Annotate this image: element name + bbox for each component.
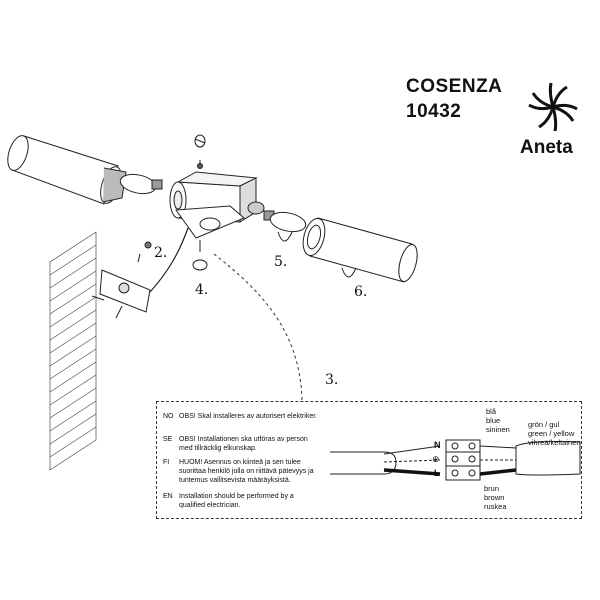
wire-label-line: vihreä/keltainen	[528, 438, 581, 447]
step-3-label: 3.	[325, 372, 339, 388]
product-name: COSENZA	[406, 76, 503, 97]
note-text: Installation should be performed by a qu…	[179, 493, 294, 509]
wire-label-line: blue	[486, 416, 501, 425]
fixture-body	[169, 171, 265, 239]
right-bulb	[263, 210, 307, 242]
wall-panel	[49, 231, 97, 471]
wall-bracket	[91, 241, 152, 319]
clip-6	[341, 267, 357, 278]
cable	[149, 227, 189, 293]
note-language: FI	[163, 459, 170, 466]
terminal-l-symbol: L	[434, 468, 440, 478]
note-language: SE	[163, 436, 173, 443]
step-6-label: 6.	[354, 284, 368, 300]
note-row: SE OBS! Installationen ska utföras av per…	[163, 435, 321, 453]
wire-label-line: sininen	[486, 425, 510, 434]
brand-logo	[528, 82, 578, 132]
top-screw	[194, 134, 206, 169]
wire-label-line: grön / gul	[528, 420, 560, 429]
bottom-screw	[192, 240, 208, 271]
left-bulb	[119, 173, 163, 195]
note-language: NO	[163, 413, 174, 420]
wire-label-neutral: blå blue sininen	[486, 407, 510, 434]
note-text: OBS! Skal installeres av autorisert elek…	[179, 413, 318, 420]
safety-note-box: NO OBS! Skal installeres av autorisert el…	[156, 401, 582, 519]
product-code: 10432	[406, 101, 462, 122]
leader-line	[213, 253, 303, 401]
wiring-diagram	[330, 439, 581, 481]
note-row: FI HUOM! Asennus on kiinteä ja sen tulee …	[163, 458, 321, 485]
step-5-label: 5.	[274, 254, 288, 270]
wire-label-line: ruskea	[484, 502, 507, 511]
note-text: HUOM! Asennus on kiinteä ja sen tulee su…	[179, 459, 314, 484]
brand-name: Aneta	[520, 137, 573, 158]
right-shade	[302, 217, 418, 283]
note-text: OBS! Installationen ska utföras av perso…	[179, 436, 308, 452]
wire-label-earth: grön / gul green / yellow vihreä/keltain…	[528, 420, 581, 447]
wire-label-line: brown	[484, 493, 505, 502]
terminal-earth-symbol: ⊕	[432, 454, 440, 464]
left-shade	[7, 135, 127, 205]
terminal-n-symbol: N	[434, 440, 441, 450]
wire-label-line: blå	[486, 407, 497, 416]
step-4-label: 4.	[195, 282, 209, 298]
note-row: NO OBS! Skal installeres av autorisert el…	[163, 412, 321, 421]
note-row: EN Installation should be performed by a …	[163, 492, 321, 510]
note-language: EN	[163, 493, 173, 500]
wire-label-line: green / yellow	[528, 429, 575, 438]
wire-label-live: brun brown ruskea	[484, 484, 507, 511]
step-2-label: 2.	[154, 245, 168, 261]
wire-label-line: brun	[484, 484, 500, 493]
